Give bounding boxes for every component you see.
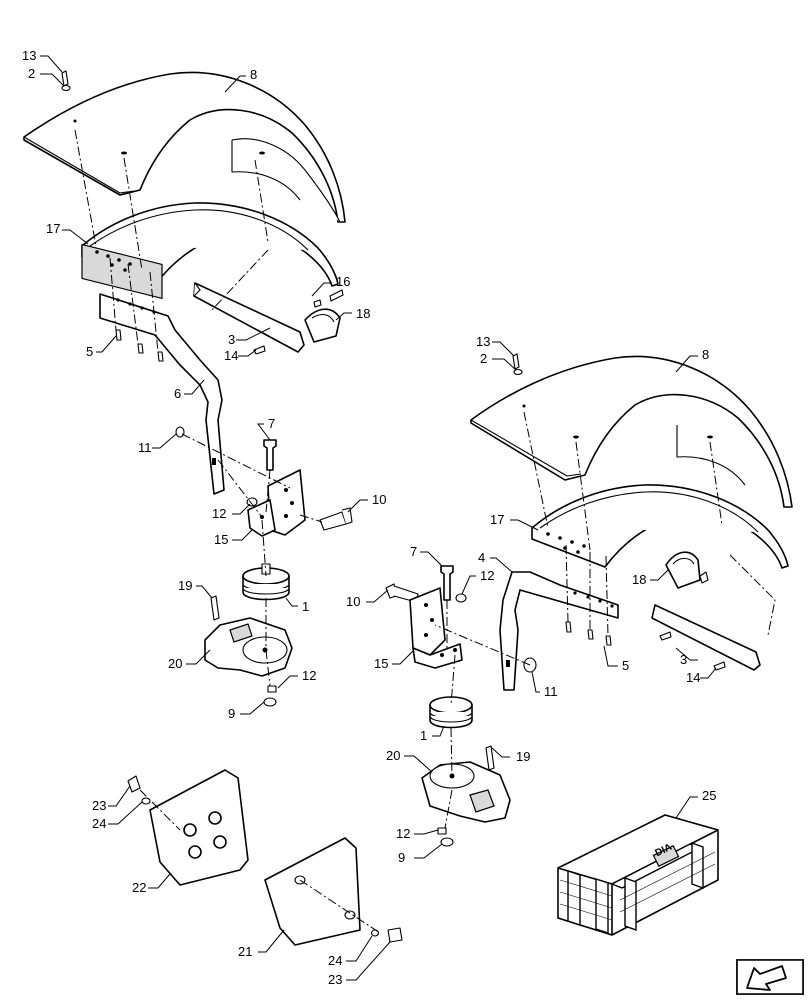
- callout-number: 1: [302, 599, 309, 614]
- callout-number: 18: [632, 572, 646, 587]
- callout-number: 12: [396, 826, 410, 841]
- parts-crate: [557, 814, 719, 936]
- mounting-bracket-left: [247, 469, 306, 537]
- bolt-long-right: [385, 583, 419, 603]
- page-navigation-arrow-icon[interactable]: [736, 959, 804, 995]
- callout-number: 5: [86, 344, 93, 359]
- nuts-right-lower: [437, 827, 454, 847]
- callout-number: 3: [228, 332, 235, 347]
- mount-base-right: [421, 761, 511, 823]
- bolt-right: [440, 565, 454, 601]
- bolts-step-cover: [370, 927, 403, 943]
- callout-number: 10: [372, 492, 386, 507]
- strap-right: [651, 604, 761, 671]
- callout-number: 8: [702, 347, 709, 362]
- bolt-left: [263, 439, 277, 471]
- fender-support-arm-right: [499, 571, 619, 691]
- fender-cover-right: [470, 355, 793, 508]
- callout-number: 2: [28, 66, 35, 81]
- callout-number: 22: [132, 880, 146, 895]
- fender-panel-right: [531, 484, 789, 569]
- mounting-bracket-right: [409, 587, 463, 669]
- callout-number: 7: [410, 544, 417, 559]
- clip-left: [304, 308, 341, 343]
- callout-number: 15: [214, 532, 228, 547]
- callout-number: 19: [516, 749, 530, 764]
- callout-number: 9: [228, 706, 235, 721]
- callout-number: 11: [544, 684, 558, 699]
- rubber-mount-right: [429, 696, 473, 729]
- bolt-small-left: [210, 595, 220, 621]
- callout-number: 4: [478, 550, 485, 565]
- step-plate-left: [149, 769, 249, 886]
- callout-number: 20: [168, 656, 182, 671]
- callout-number: 13: [476, 334, 490, 349]
- fender-panel-left: [81, 202, 339, 300]
- fender-support-arm-left: [99, 293, 225, 495]
- callout-number: 13: [22, 48, 36, 63]
- alignment-lines: [74, 129, 776, 934]
- callout-number: 12: [480, 568, 494, 583]
- callout-number: 17: [46, 221, 60, 236]
- nuts-left-lower: [263, 685, 277, 707]
- callout-number: 17: [490, 512, 504, 527]
- bolt-long-left: [319, 507, 353, 531]
- step-cover: [264, 837, 361, 946]
- callout-number: 24: [92, 816, 106, 831]
- callout-number: 6: [174, 386, 181, 401]
- callout-number: 23: [92, 798, 106, 813]
- callout-number: 5: [622, 658, 629, 673]
- rubber-mount-left: [242, 563, 290, 601]
- callout-number: 1: [420, 728, 427, 743]
- callout-number: 23: [328, 972, 342, 987]
- callout-number: 10: [346, 594, 360, 609]
- callout-number: 2: [480, 351, 487, 366]
- callout-number: 9: [398, 850, 405, 865]
- callout-number: 12: [212, 506, 226, 521]
- callout-number: 14: [224, 348, 238, 363]
- callout-number: 11: [138, 440, 152, 455]
- bolts-step-left: [127, 775, 151, 805]
- callout-number: 20: [386, 748, 400, 763]
- callout-number: 15: [374, 656, 388, 671]
- fender-cover-left: [23, 71, 346, 223]
- callout-number: 3: [680, 652, 687, 667]
- nut-right-upper: [455, 593, 467, 603]
- callout-number: 12: [302, 668, 316, 683]
- callout-number: 8: [250, 67, 257, 82]
- callout-number: 16: [336, 274, 350, 289]
- strap-left: [193, 282, 305, 353]
- callout-number: 14: [686, 670, 700, 685]
- callout-leaders: [40, 55, 717, 981]
- bolt-small-right: [485, 745, 495, 771]
- callout-number: 18: [356, 306, 370, 321]
- mount-base-left: [204, 617, 293, 677]
- callout-number: 7: [268, 416, 275, 431]
- callout-number: 19: [178, 578, 192, 593]
- callout-number: 25: [702, 788, 716, 803]
- callout-number: 21: [238, 944, 252, 959]
- fasteners-left-upper: [61, 70, 344, 438]
- clip-right: [665, 551, 701, 589]
- callout-number: 24: [328, 953, 342, 968]
